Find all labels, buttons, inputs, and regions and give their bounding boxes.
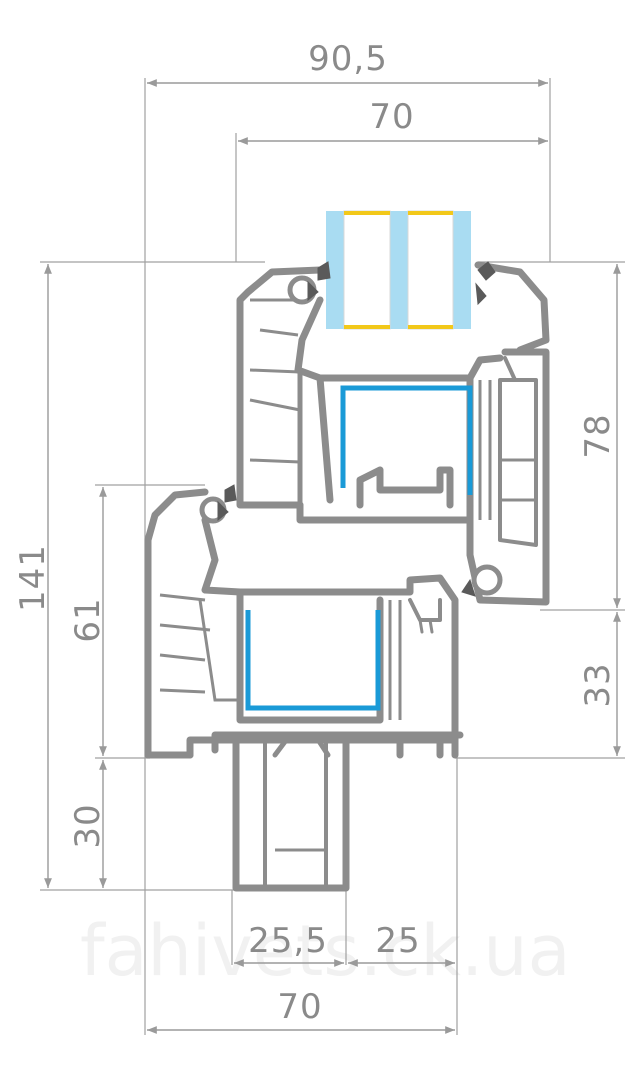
label-right-lower: 33 — [578, 662, 618, 707]
glass-unit — [326, 210, 471, 330]
gasket-sash-inner — [471, 564, 503, 596]
frame-reinforcement — [245, 610, 381, 711]
sash-reinforcement — [340, 385, 473, 495]
sash-profile — [236, 261, 550, 606]
watermark: fahivets.ck.ua — [80, 910, 571, 992]
glass-pane-3 — [453, 211, 471, 329]
glass-spacer-2 — [407, 210, 454, 330]
glass-spacer-1 — [343, 210, 391, 330]
extension-lines — [40, 78, 625, 1035]
label-bottom-left: 25,5 — [248, 921, 328, 961]
sash-inner-chambers — [249, 298, 536, 520]
label-top-total: 90,5 — [308, 39, 388, 79]
label-right-sash: 78 — [578, 413, 618, 458]
frame-profile — [144, 488, 464, 892]
frame-inner-chambers — [159, 593, 402, 852]
label-left-total: 141 — [13, 544, 53, 612]
glass-pane-1 — [326, 211, 344, 329]
label-bottom-total: 70 — [277, 987, 322, 1027]
glass-pane-2 — [390, 211, 408, 329]
label-left-frame: 61 — [68, 597, 108, 642]
gaskets — [199, 261, 503, 597]
label-bottom-right: 25 — [375, 921, 420, 961]
label-left-bottom: 30 — [68, 803, 108, 848]
reinforcements — [245, 385, 473, 711]
dimension-lines — [44, 79, 621, 1034]
label-top-sash: 70 — [369, 97, 414, 137]
